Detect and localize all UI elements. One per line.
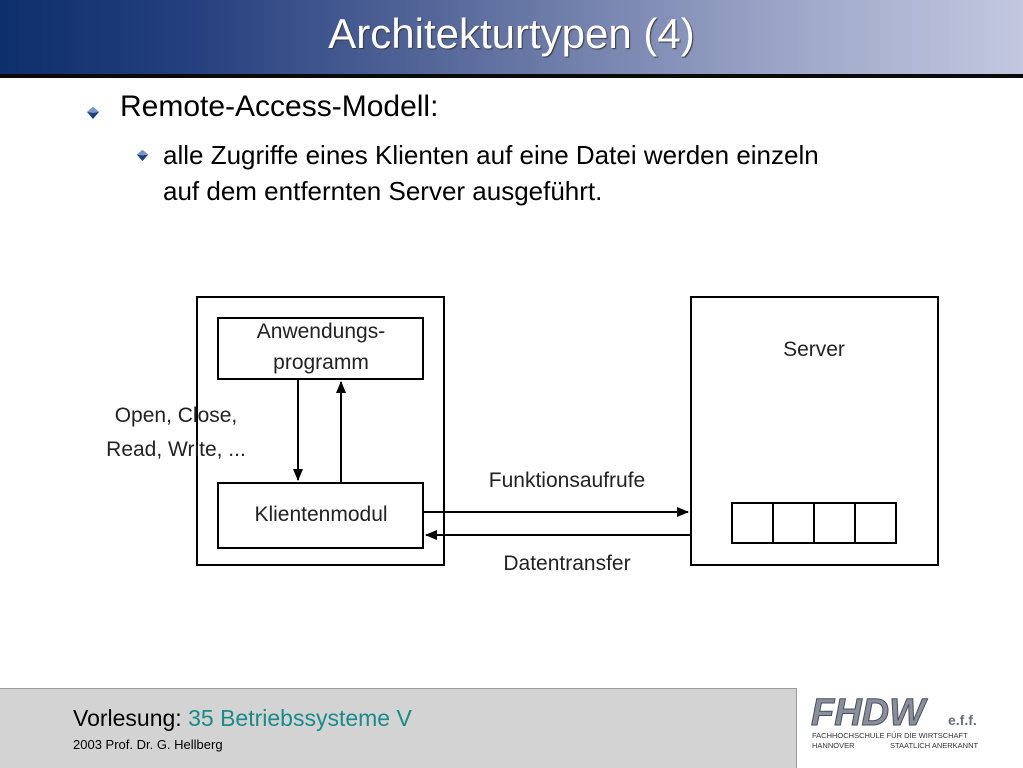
calls-label-line2: Read, Write, ... (106, 438, 246, 461)
server-label: Server (783, 338, 845, 361)
footer-copyright: 2003 Prof. Dr. G. Hellberg (73, 737, 223, 752)
bullet-level1: Remote-Access-Modell: (120, 90, 439, 123)
footer-lecture-label: Vorlesung: (73, 705, 182, 731)
logo-wordmark: FHDW (811, 692, 928, 734)
calls-label-line1: Open, Close, (115, 404, 238, 427)
app-box-label-line1: Anwendungs- (257, 320, 385, 343)
title-bar (0, 0, 1023, 74)
bullet-diamond-icon (87, 107, 99, 119)
bullet-diamond-icon (136, 149, 149, 162)
logo-line2-left: HANNOVER (812, 741, 855, 750)
client-machine-box (196, 296, 445, 566)
logo-suffix: e.f.f. (948, 712, 977, 728)
server-storage-cells (731, 502, 897, 544)
server-box (690, 296, 939, 566)
logo-line2-right: STAATLICH ANERKANNT (890, 741, 978, 750)
client-module-label: Klientenmodul (254, 503, 387, 526)
title-underline (0, 74, 1023, 78)
bullet-level2-line2: auf dem entfernten Server ausgeführt. (163, 176, 603, 206)
data-transfer-label: Datentransfer (503, 552, 630, 575)
function-calls-label: Funktionsaufrufe (489, 469, 645, 492)
footer-bar (0, 688, 797, 768)
fhdw-logo: FHDW e.f.f. FACHHOCHSCHULE FÜR DIE WIRTS… (811, 692, 979, 750)
footer-lecture: Vorlesung: 35 Betriebssysteme V (73, 705, 412, 732)
bullet-level2: alle Zugriffe eines Klienten auf eine Da… (163, 137, 819, 209)
footer-course: 35 Betriebssysteme V (188, 705, 412, 731)
app-box-label-line2: programm (273, 351, 369, 374)
bullet-level2-line1: alle Zugriffe eines Klienten auf eine Da… (163, 140, 819, 170)
slide-title: Architekturtypen (4) (328, 10, 695, 57)
client-module-box (217, 482, 424, 549)
logo-line1: FACHHOCHSCHULE FÜR DIE WIRTSCHAFT (812, 731, 968, 740)
application-program-box (217, 317, 424, 380)
